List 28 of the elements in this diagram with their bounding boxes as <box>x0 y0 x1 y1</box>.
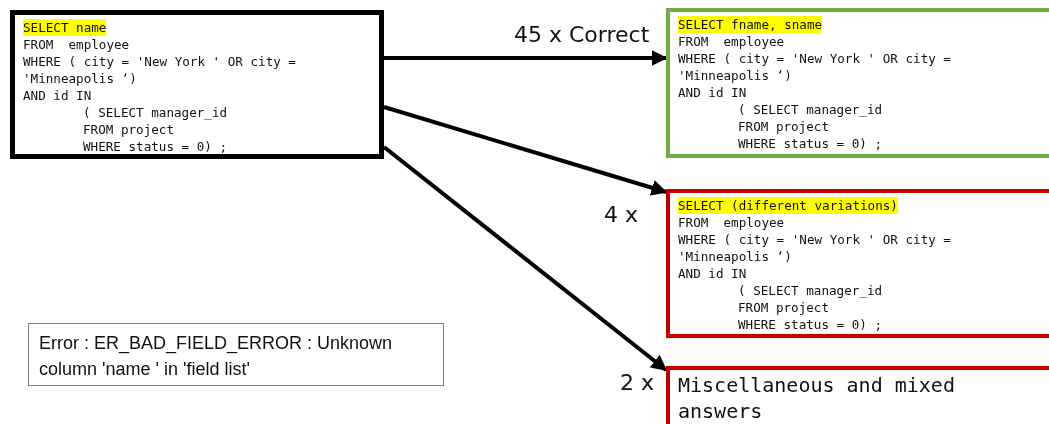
code-line: AND id IN <box>23 87 92 104</box>
code-line: WHERE ( city = 'New York ' OR city = 'Minneapolis ‘) <box>678 231 952 265</box>
code-line: WHERE status = 0) ; <box>82 138 228 154</box>
code-line: WHERE ( city = 'New York ' OR city = 'Minneapolis ‘) <box>23 53 297 87</box>
code-line: FROM project <box>737 118 829 135</box>
code-line: WHERE ( city = 'New York ' OR city = 'Minneapolis ‘) <box>678 50 952 84</box>
code-line: ( SELECT manager_id <box>82 104 228 121</box>
arrow <box>384 50 668 66</box>
query-box <box>666 8 1049 158</box>
query-box <box>666 189 1049 338</box>
arrow <box>382 145 668 372</box>
code-line: AND id IN <box>678 265 747 282</box>
code-line: WHERE status = 0) ; <box>737 135 883 152</box>
code-line: FROM employee <box>678 33 785 50</box>
arrow <box>383 105 668 196</box>
code-line: FROM project <box>737 299 829 316</box>
code-line: FROM employee <box>23 36 130 53</box>
error-message: Error : ER_BAD_FIELD_ERROR : Unknown column 'name ' in 'field list' <box>39 332 394 381</box>
code-line: ( SELECT manager_id <box>737 101 883 118</box>
code-line: WHERE status = 0) ; <box>737 316 883 333</box>
query-box <box>10 10 384 159</box>
error-box <box>28 323 444 386</box>
code-line: ( SELECT manager_id <box>737 282 883 299</box>
answer-text: Miscellaneous and mixed answers <box>678 372 956 424</box>
code-line: FROM project <box>82 121 174 138</box>
code-line: FROM employee <box>678 214 785 231</box>
code-line: AND id IN <box>678 84 747 101</box>
answer-box <box>666 366 1049 424</box>
